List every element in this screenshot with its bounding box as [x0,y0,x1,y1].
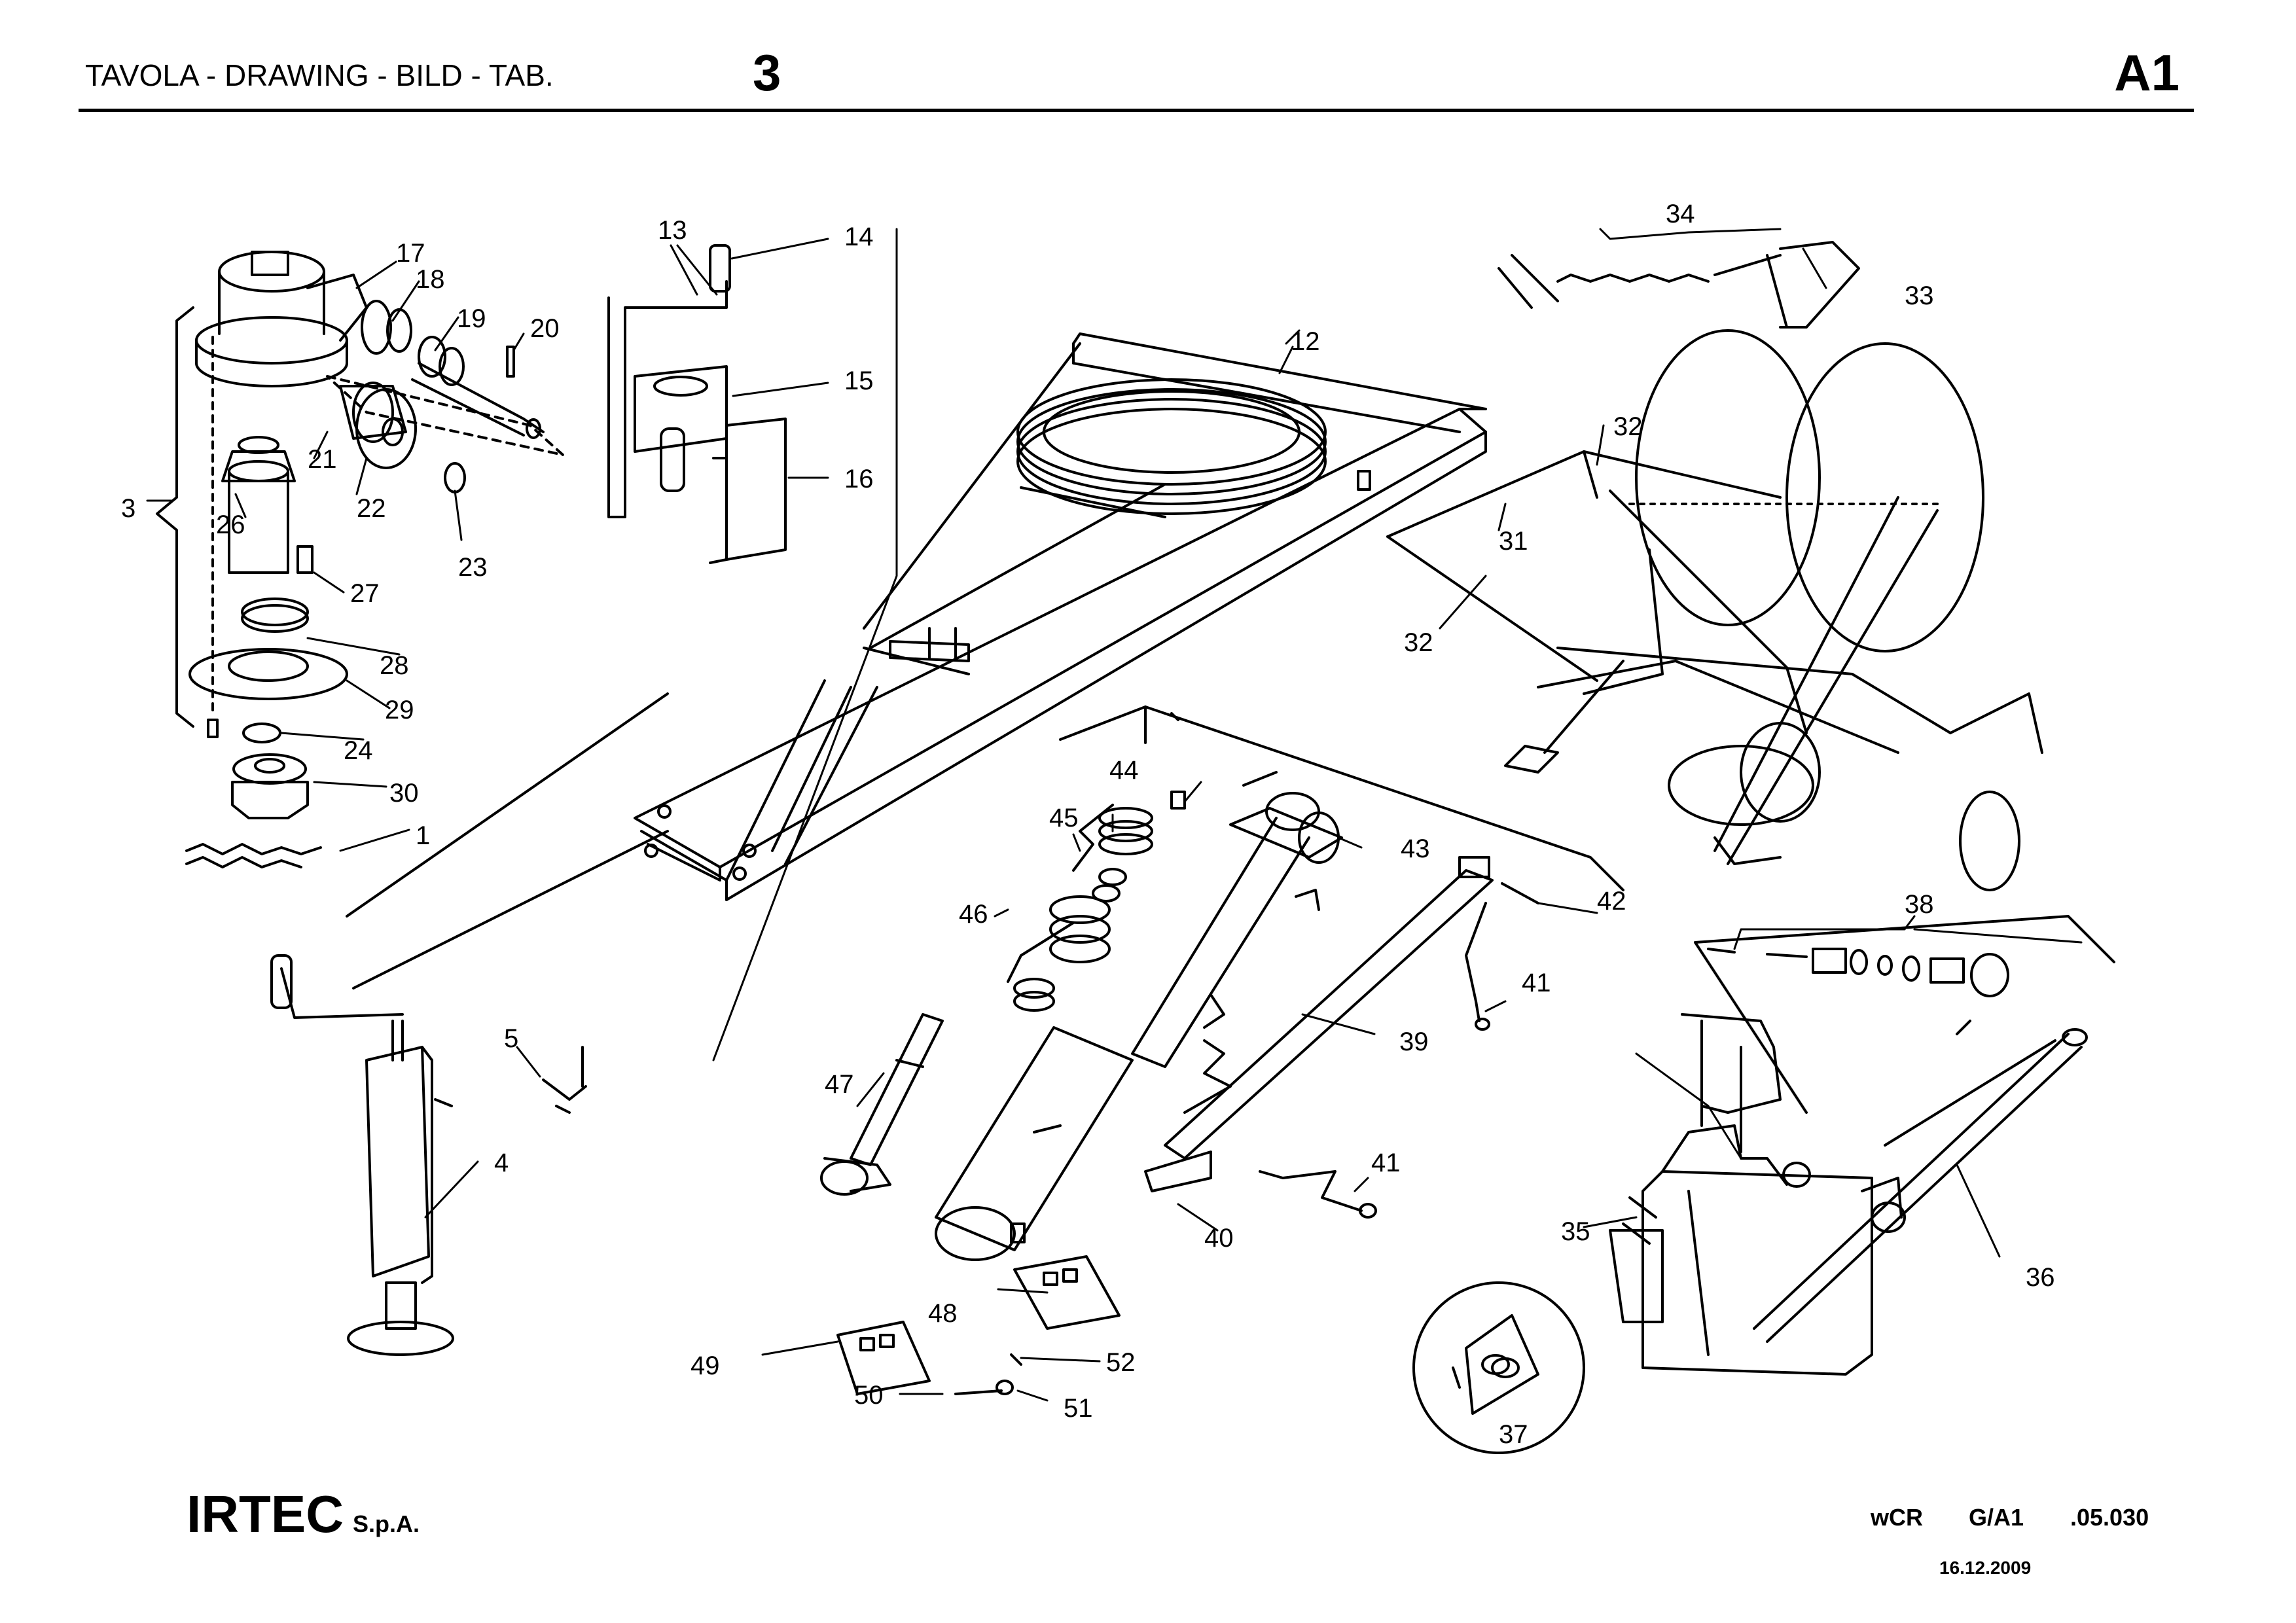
detail-circle-37 [1412,1281,1585,1454]
part-label-42: 42 [1597,887,1626,916]
leader-lines-pump [1583,915,2083,1258]
part-label-5: 5 [504,1024,518,1053]
part-label-46: 46 [959,900,988,929]
part-label-23: 23 [458,553,488,582]
part-label-20: 20 [530,314,560,343]
part-label-14: 14 [844,223,874,251]
part-label-40: 40 [1204,1224,1234,1253]
part-label-24: 24 [344,736,373,765]
table-number: 3 [753,44,781,101]
part-label-38: 38 [1905,890,1934,919]
part-label-21: 21 [308,445,337,474]
leader-lines-jack [424,1046,541,1219]
code-group: G/A1 [1969,1504,2024,1531]
part-label-13: 13 [658,216,687,245]
leader-lines-cylinder [856,781,1598,1232]
pump [1609,1013,2088,1376]
company-brand: IRTEC S.p.A. [187,1484,420,1544]
part-label-33: 33 [1905,281,1934,310]
part-label-31: 31 [1499,527,1528,556]
drawing-date: 16.12.2009 [1939,1558,2032,1578]
pads [836,1255,1121,1395]
part-label-32: 32 [1613,412,1643,441]
part-label-47: 47 [825,1070,854,1099]
code-number: .05.030 [2070,1504,2149,1531]
part-label-51: 51 [1064,1394,1093,1423]
part-label-1: 1 [416,821,430,850]
jack [270,954,587,1356]
wheel-cart [1386,329,2043,891]
part-label-39: 39 [1399,1027,1429,1056]
part-label-44: 44 [1109,756,1139,785]
part-label-28: 28 [380,651,409,680]
company-name: IRTEC [187,1485,344,1543]
part-label-17: 17 [396,239,425,268]
part-label-18: 18 [416,265,445,294]
valve-fittings [1694,915,2115,1147]
part-label-15: 15 [844,366,874,395]
leader-lines-cart [1439,424,1605,630]
part-label-34: 34 [1666,200,1695,228]
model-code: A1 [2114,44,2179,101]
leader-lines-top-right [1278,228,1827,374]
part-label-22: 22 [357,494,386,523]
gearbox-assembly [156,251,564,868]
part-label-19: 19 [457,304,486,333]
part-label-45: 45 [1049,804,1079,832]
part-label-52: 52 [1106,1348,1136,1377]
part-label-27: 27 [350,579,380,608]
part-label-37: 37 [1499,1420,1528,1449]
leader-lines-crank [670,238,829,479]
part-label-48: 48 [928,1299,958,1328]
part-label-43: 43 [1401,834,1430,863]
leader-lines-left [146,260,525,852]
code-prefix: wCR [1871,1504,1923,1531]
part-label-32: 32 [1404,628,1433,657]
frame [346,332,1487,990]
crank-assembly [607,228,898,1061]
part-label-29: 29 [385,696,414,724]
part-label-26: 26 [216,510,245,539]
drawing-title: TAVOLA - DRAWING - BILD - TAB. [85,58,554,92]
part-label-50: 50 [854,1381,884,1410]
company-suffix: S.p.A. [353,1510,420,1537]
chain-hook [1498,241,1860,329]
part-label-12: 12 [1291,327,1320,356]
part-label-41: 41 [1522,969,1551,997]
part-label-16: 16 [844,465,874,493]
part-label-3: 3 [121,494,135,523]
part-label-30: 30 [389,779,419,808]
part-label-36: 36 [2026,1263,2055,1292]
part-label-41: 41 [1371,1149,1401,1177]
header-rule [79,109,2194,112]
part-label-35: 35 [1561,1217,1590,1246]
leader-lines-pads [761,1288,1101,1402]
part-label-4: 4 [494,1149,509,1177]
part-label-49: 49 [691,1351,720,1380]
cylinder-group [820,705,1624,1261]
